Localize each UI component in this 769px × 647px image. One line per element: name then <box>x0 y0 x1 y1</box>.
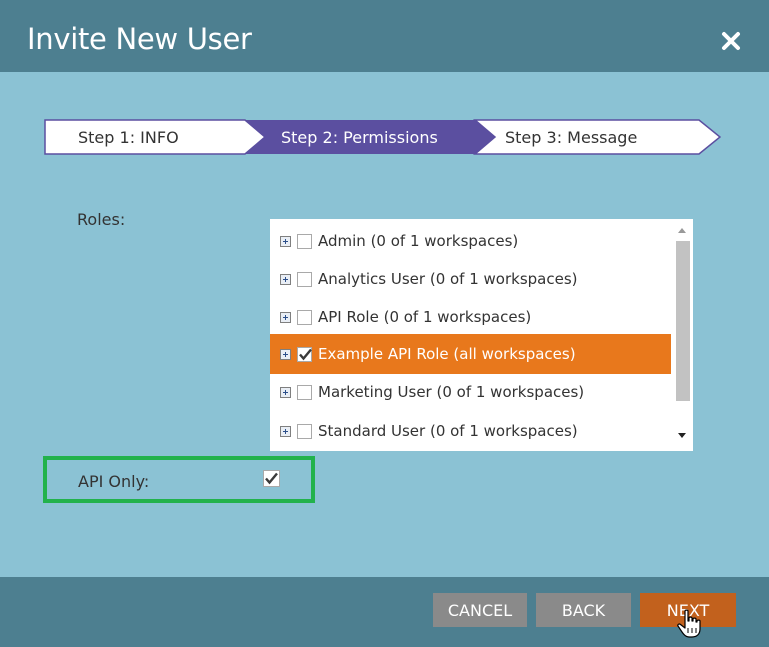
expand-plus-icon[interactable] <box>280 273 291 285</box>
role-item[interactable]: API Role (0 of 1 workspaces) <box>270 297 671 337</box>
role-checkbox[interactable] <box>297 423 312 439</box>
expand-plus-icon[interactable] <box>280 425 291 437</box>
scroll-down-arrow-icon[interactable] <box>678 433 686 438</box>
roles-list[interactable]: Admin (0 of 1 workspaces) Analytics User… <box>270 219 693 451</box>
next-button[interactable]: NEXT <box>640 593 736 627</box>
step-permissions[interactable]: Step 2: Permissions <box>281 128 438 147</box>
roles-label: Roles: <box>77 210 126 229</box>
dialog-header: Invite New User <box>0 0 769 72</box>
role-checkbox[interactable] <box>297 233 312 249</box>
api-only-checkbox[interactable] <box>263 470 280 487</box>
wizard-steps: Step 1: INFO Step 2: Permissions Step 3:… <box>44 119 721 155</box>
expand-plus-icon[interactable] <box>280 235 291 247</box>
expand-plus-icon[interactable] <box>280 386 291 398</box>
step-message[interactable]: Step 3: Message <box>505 128 638 147</box>
cancel-button[interactable]: CANCEL <box>433 593 527 627</box>
role-checkbox[interactable] <box>297 384 312 400</box>
scroll-thumb[interactable] <box>676 241 690 401</box>
expand-plus-icon[interactable] <box>280 348 291 360</box>
checkmark-icon <box>299 348 312 360</box>
role-item[interactable]: Marketing User (0 of 1 workspaces) <box>270 372 671 412</box>
back-button[interactable]: BACK <box>536 593 631 627</box>
role-checkbox[interactable] <box>297 309 312 325</box>
api-only-label: API Only: <box>78 472 150 491</box>
roles-scrollbar[interactable] <box>671 219 693 451</box>
api-only-highlight <box>43 456 315 503</box>
dialog-title: Invite New User <box>27 22 252 56</box>
role-checkbox[interactable] <box>297 271 312 287</box>
scroll-up-arrow-icon[interactable] <box>678 228 686 233</box>
expand-plus-icon[interactable] <box>280 311 291 323</box>
close-icon[interactable] <box>712 22 750 60</box>
role-item[interactable]: Admin (0 of 1 workspaces) <box>270 221 671 261</box>
role-item-selected[interactable]: Example API Role (all workspaces) <box>270 334 671 374</box>
step-info[interactable]: Step 1: INFO <box>78 128 179 147</box>
role-item[interactable]: Standard User (0 of 1 workspaces) <box>270 411 671 451</box>
role-item[interactable]: Analytics User (0 of 1 workspaces) <box>270 259 671 299</box>
role-checkbox-checked[interactable] <box>297 346 312 362</box>
